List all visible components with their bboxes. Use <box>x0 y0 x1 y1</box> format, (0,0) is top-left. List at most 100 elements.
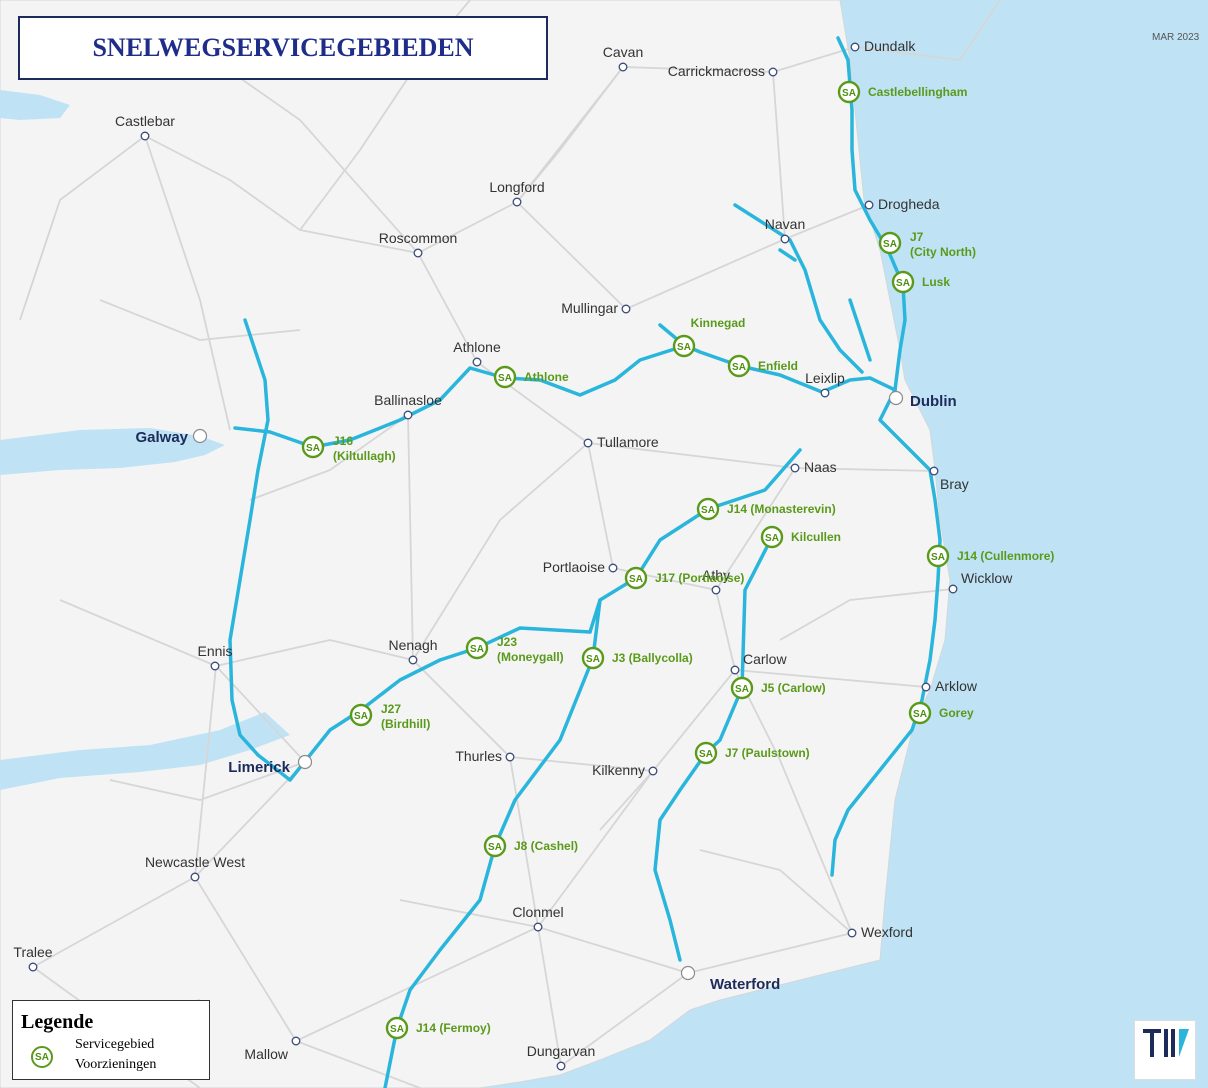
regional-road <box>194 761 306 878</box>
service-area-marker: SA <box>672 334 696 358</box>
service-area-marker: SA <box>878 231 902 255</box>
town-marker <box>533 922 543 932</box>
regional-road <box>407 414 414 661</box>
clew-bay <box>0 90 70 120</box>
town-marker <box>403 410 413 420</box>
town-label: Dundalk <box>864 38 916 54</box>
map-title: SNELWEGSERVICEGEBIEDEN <box>92 33 474 62</box>
service-area-label: Kinnegad <box>691 316 746 330</box>
service-area-badge: SA <box>896 278 910 289</box>
town-label: Carrickmacross <box>668 63 765 79</box>
town-label: Roscommon <box>379 230 458 246</box>
regional-road <box>734 669 927 688</box>
town-label: Wexford <box>861 924 913 940</box>
town-marker <box>921 682 931 692</box>
town-label: Athy <box>702 567 730 583</box>
service-area-marker: SA <box>696 497 720 521</box>
town-marker <box>291 1036 301 1046</box>
town-marker <box>847 928 857 938</box>
town-marker <box>929 466 939 476</box>
regional-road <box>734 669 853 934</box>
town-label: Cavan <box>603 44 643 60</box>
town-label: Kilkenny <box>592 762 645 778</box>
service-area-label: J7(City North) <box>910 230 976 259</box>
service-area-badge: SA <box>732 362 746 373</box>
regional-road <box>412 659 511 758</box>
town-label: Thurles <box>455 748 502 764</box>
service-area-badge: SA <box>699 749 713 760</box>
towns-layer: DundalkCavanCarrickmacrossCastlebarLongf… <box>13 38 1013 1071</box>
town-label: Castlebar <box>115 113 175 129</box>
town-marker <box>648 766 658 776</box>
service-area-badge: SA <box>306 443 320 454</box>
service-area-label: J27(Birdhill) <box>381 702 430 731</box>
regional-road <box>699 849 853 934</box>
regional-road <box>779 588 954 641</box>
service-area-label: J8 (Cashel) <box>514 839 578 853</box>
service-area-label: Athlone <box>524 370 569 384</box>
town-marker <box>210 661 220 671</box>
town-label: Mullingar <box>561 300 618 316</box>
regional-roads <box>19 0 1001 1088</box>
service-area-marker: SA <box>581 646 605 670</box>
town-label: Naas <box>804 459 837 475</box>
city-label: Galway <box>135 429 188 446</box>
service-area-label: J17 (Portlaoise) <box>655 571 744 585</box>
service-area-marker: SA <box>493 365 517 389</box>
town-label: Ballinasloe <box>374 392 442 408</box>
regional-road <box>537 926 562 1067</box>
service-area-badge: SA <box>735 684 749 695</box>
service-area-badge: SA <box>701 505 715 516</box>
service-area-label: J5 (Carlow) <box>761 681 826 695</box>
service-area-label: J14 (Monasterevin) <box>727 502 836 516</box>
town-label: Drogheda <box>878 196 940 212</box>
service-area-label: Enfield <box>758 359 798 373</box>
town-marker <box>140 131 150 141</box>
service-area-marker: SA <box>301 435 325 459</box>
town-marker <box>948 584 958 594</box>
regional-road <box>509 756 539 928</box>
regional-road <box>516 201 627 310</box>
town-label: Wicklow <box>961 570 1013 586</box>
city-marker <box>297 754 313 770</box>
service-area-label: Lusk <box>922 275 950 289</box>
service-area-marker: SA <box>908 701 932 725</box>
service-area-label: J14 (Fermoy) <box>416 1021 491 1035</box>
town-marker <box>820 388 830 398</box>
city-marker <box>888 390 904 406</box>
shannon-estuary <box>0 712 290 790</box>
legend-title: Legende <box>21 1011 94 1033</box>
city-marker <box>680 965 696 981</box>
town-label: Tullamore <box>597 434 659 450</box>
town-label: Dungarvan <box>527 1043 596 1059</box>
town-marker <box>730 665 740 675</box>
regional-road <box>144 135 231 431</box>
tii-logo-mark <box>1143 1029 1189 1057</box>
regional-road <box>854 0 1001 61</box>
town-label: Leixlip <box>805 370 845 386</box>
motorway <box>653 535 774 962</box>
motorway <box>733 203 864 374</box>
service-area-label: Castlebellingham <box>868 85 967 99</box>
motorway <box>778 248 797 262</box>
legend-line-1: Servicegebied <box>75 1037 155 1052</box>
service-area-badge: SA <box>931 552 945 563</box>
service-area-badge: SA <box>913 709 927 720</box>
town-marker <box>512 197 522 207</box>
regional-road <box>794 467 935 472</box>
regional-road <box>295 1040 421 1088</box>
town-marker <box>608 563 618 573</box>
town-marker <box>408 655 418 665</box>
regional-road <box>560 972 689 1067</box>
service-area-badge: SA <box>842 88 856 99</box>
town-marker <box>190 872 200 882</box>
service-area-badge: SA <box>488 842 502 853</box>
service-area-badge: SA <box>677 342 691 353</box>
service-area-label: Gorey <box>939 706 974 720</box>
map-date: MAR 2023 <box>1152 32 1200 43</box>
regional-road <box>412 442 589 661</box>
service-area-label: J16(Kiltullagh) <box>333 434 396 463</box>
service-area-badge: SA <box>470 644 484 655</box>
regional-road <box>99 299 301 341</box>
